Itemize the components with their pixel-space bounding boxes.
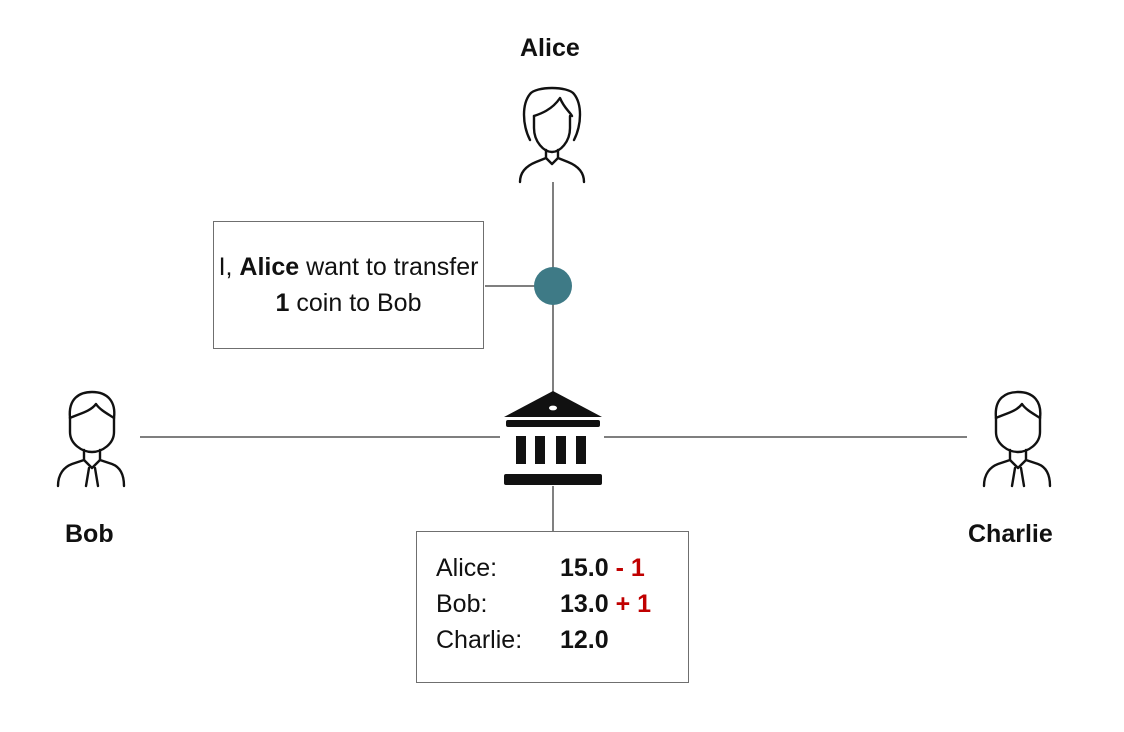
man-user-icon <box>982 390 1052 488</box>
transfer-request-text: I, Alice want to transfer 1 coin to Bob <box>218 253 479 317</box>
bank-icon <box>504 391 602 485</box>
alice-name: Alice <box>520 34 580 62</box>
ledger-balance: 15.0 <box>560 554 609 582</box>
transaction-dot <box>534 267 572 305</box>
ledger-delta: + 1 <box>615 590 652 618</box>
transfer-request-box: I, Alice want to transfer 1 coin to Bob <box>213 221 484 349</box>
ledger-row-alice: Alice: 15.0 - 1 <box>417 550 688 586</box>
ledger-row-bob: Bob: 13.0 + 1 <box>417 586 688 622</box>
transfer-amount: 1 <box>275 289 290 317</box>
ledger-value: 13.0 + 1 <box>560 586 651 622</box>
ledger-value: 15.0 - 1 <box>560 550 645 586</box>
ledger-name: Alice: <box>436 554 498 582</box>
man-user-icon <box>56 390 126 488</box>
ledger-name: Bob: <box>436 590 488 618</box>
ledger-name: Charlie: <box>436 626 523 654</box>
charlie-name: Charlie <box>968 520 1053 548</box>
ledger-balance: 12.0 <box>560 626 609 654</box>
sender-name: Alice <box>239 253 300 281</box>
ledger-value: 12.0 <box>560 622 609 658</box>
ledger-row-charlie: Charlie: 12.0 <box>417 622 688 658</box>
ledger-balance: 13.0 <box>560 590 609 618</box>
ledger-box: Alice: 15.0 - 1 Bob: 13.0 + 1 Charlie: 1… <box>416 531 689 683</box>
woman-user-icon <box>518 86 586 184</box>
bob-name: Bob <box>65 520 114 548</box>
ledger-delta: - 1 <box>615 554 645 582</box>
